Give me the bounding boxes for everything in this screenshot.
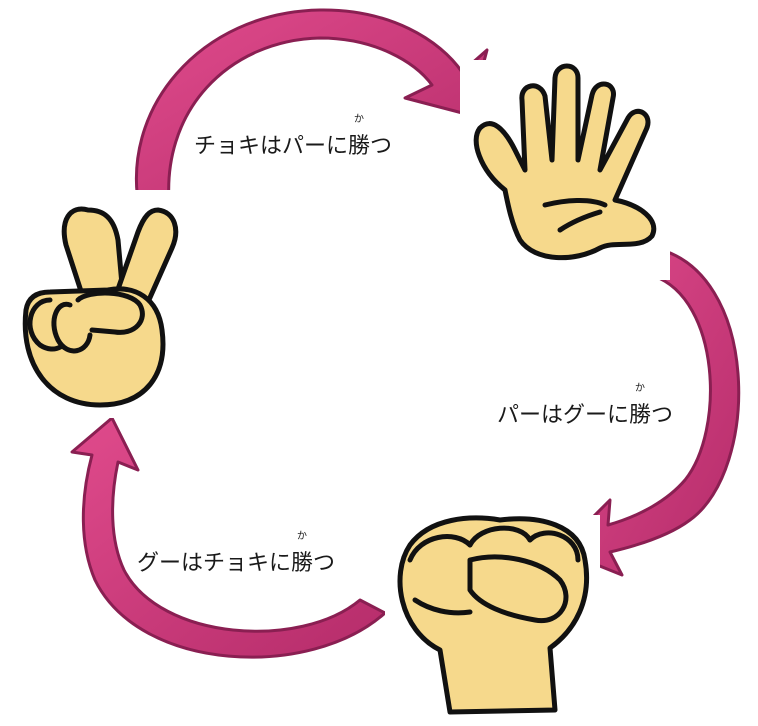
label-rock-beats-scissors: グーはチョキにか勝つ	[137, 532, 336, 577]
label-text-after: つ	[370, 134, 393, 159]
label-paper-beats-rock: パーはグーにか勝つ	[497, 384, 674, 429]
arrow-scissors-to-paper	[134, 8, 489, 214]
label-text-after: つ	[313, 551, 336, 576]
kanji: 勝	[348, 134, 371, 159]
label-text-before: パーはグーに	[497, 403, 630, 428]
kanji: 勝	[629, 403, 652, 428]
furigana: か	[297, 531, 308, 542]
furigana: か	[635, 383, 646, 394]
kanji-with-furigana: か勝	[291, 532, 314, 577]
label-text-before: グーはチョキに	[137, 551, 292, 576]
paper-hand-icon	[460, 60, 670, 280]
rock-fist-icon	[385, 515, 600, 726]
furigana: か	[354, 114, 365, 125]
arrow-rock-to-scissors	[70, 416, 387, 659]
arrow-paper-to-rock	[558, 246, 741, 577]
kanji: 勝	[291, 551, 314, 576]
kanji-with-furigana: か勝	[348, 115, 371, 160]
label-text-after: つ	[651, 403, 674, 428]
label-text-before: チョキはパーに	[194, 134, 349, 159]
kanji-with-furigana: か勝	[629, 384, 652, 429]
label-scissors-beats-paper: チョキはパーにか勝つ	[194, 115, 393, 160]
scissors-hand-icon	[0, 190, 179, 418]
